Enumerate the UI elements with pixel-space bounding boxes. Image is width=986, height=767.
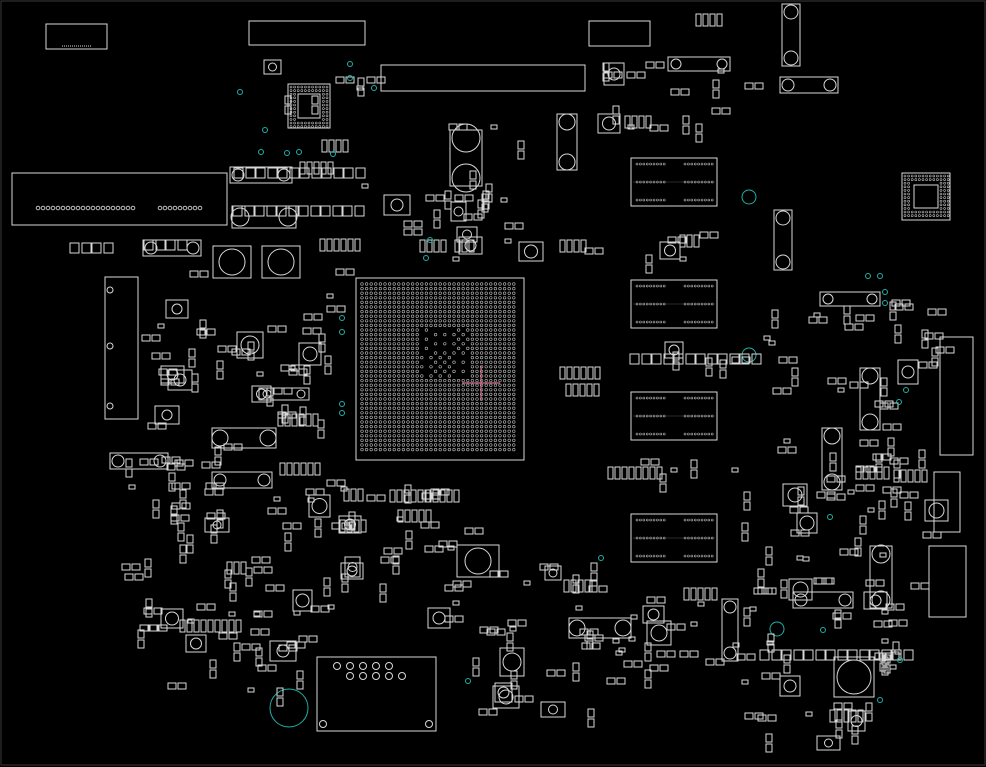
- top-center-header[interactable]: [380, 20, 651, 92]
- bga-small-right[interactable]: [901, 172, 951, 221]
- bottom-connector[interactable]: [316, 656, 437, 732]
- top-left-header[interactable]: [45, 20, 366, 50]
- memory-chip: [630, 513, 718, 563]
- side-slot-connector[interactable]: [104, 276, 974, 618]
- memory-chips[interactable]: [630, 157, 718, 563]
- cpu-bga-balls: [360, 282, 516, 452]
- cpu-bga[interactable]: [355, 277, 525, 461]
- memory-chip: [630, 279, 718, 329]
- memory-chip: [630, 391, 718, 441]
- passive-components[interactable]: [69, 3, 955, 753]
- bga-small-top[interactable]: [287, 83, 331, 129]
- memory-chip: [630, 157, 718, 207]
- left-connector[interactable]: [11, 172, 228, 226]
- crosshair-icon: [462, 366, 500, 401]
- vias: [237, 61, 909, 703]
